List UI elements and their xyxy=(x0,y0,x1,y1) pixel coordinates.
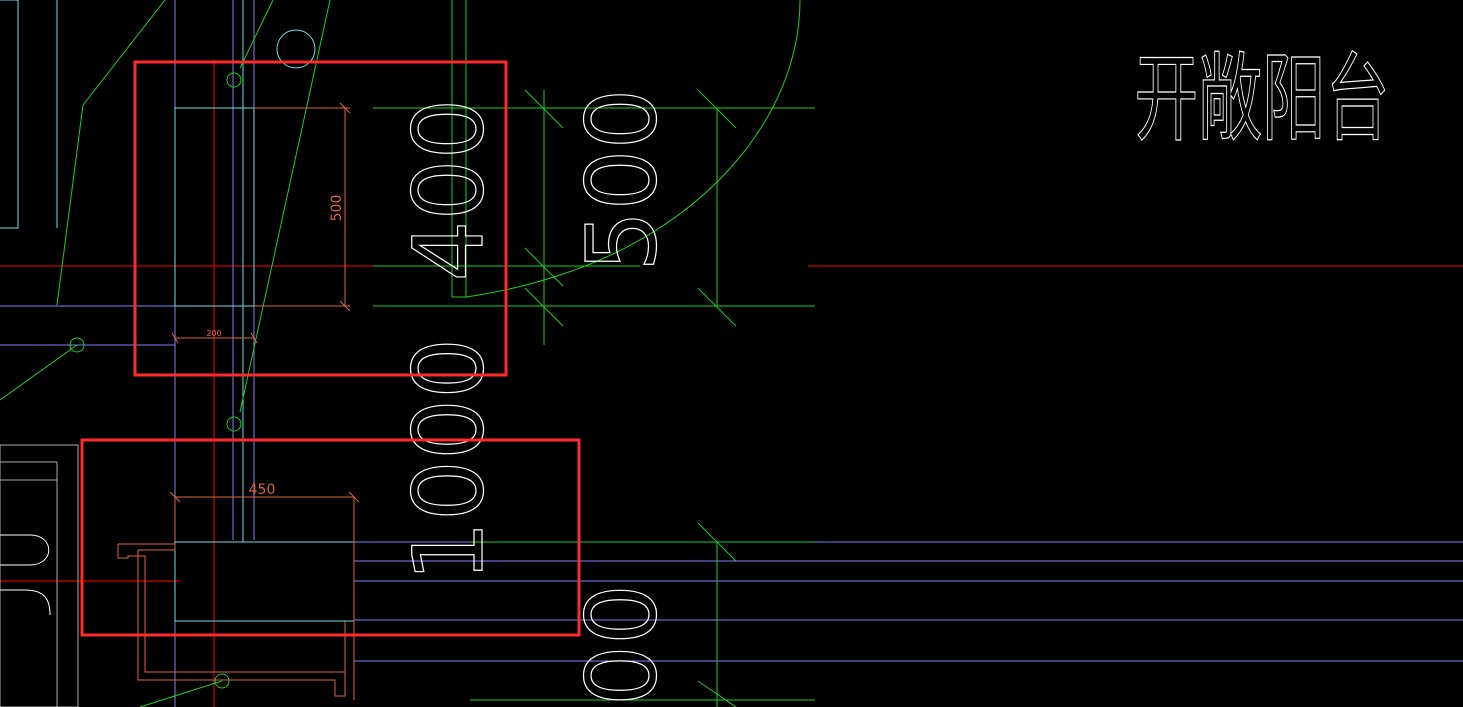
dim-tick xyxy=(524,287,564,327)
dim-tick xyxy=(524,89,564,129)
diagonal-line xyxy=(82,0,166,106)
door-swing-arc xyxy=(465,0,801,298)
diagonal-line xyxy=(56,104,84,306)
dim-tick xyxy=(697,89,737,129)
dim-tick xyxy=(171,332,179,344)
column-rect-lower xyxy=(174,541,355,622)
dim-label-200-small: 200 xyxy=(206,329,221,338)
highlight-box-upper xyxy=(133,60,508,377)
dim-label-450-small: 450 xyxy=(249,482,276,498)
dim-tick xyxy=(524,247,564,287)
dim-label-400-large: 400 xyxy=(393,98,505,281)
dim-label-bottom-large: 00 xyxy=(566,584,678,706)
left-frame xyxy=(0,0,19,229)
glyph-fragment xyxy=(0,589,51,616)
glyph-fragment xyxy=(0,534,50,566)
dim-label-500-small: 500 xyxy=(329,195,345,222)
balcony-rail-outline xyxy=(118,543,346,697)
axis-bubble xyxy=(226,72,242,88)
dim-tick xyxy=(697,522,737,562)
title-open-balcony: 开敞阳台 xyxy=(1135,43,1390,155)
axis-bubble xyxy=(214,673,230,689)
dim-tick xyxy=(697,287,737,327)
dim-tick xyxy=(697,680,737,707)
diagonal-line xyxy=(239,0,274,69)
axis-bubble xyxy=(69,337,85,353)
diagonal-line xyxy=(0,344,78,401)
left-structure xyxy=(0,444,79,707)
axis-bubble-cyan xyxy=(276,29,316,69)
diagonal-line xyxy=(239,0,331,413)
dim-tick xyxy=(250,332,258,344)
balcony-rail-outline-inner xyxy=(117,544,345,673)
diagonal-line xyxy=(139,680,223,707)
dim-label-1000-large: 1000 xyxy=(393,338,505,582)
dim-label-500-large: 500 xyxy=(566,88,678,271)
highlight-box-lower xyxy=(80,438,581,637)
axis-bubble xyxy=(226,416,242,432)
